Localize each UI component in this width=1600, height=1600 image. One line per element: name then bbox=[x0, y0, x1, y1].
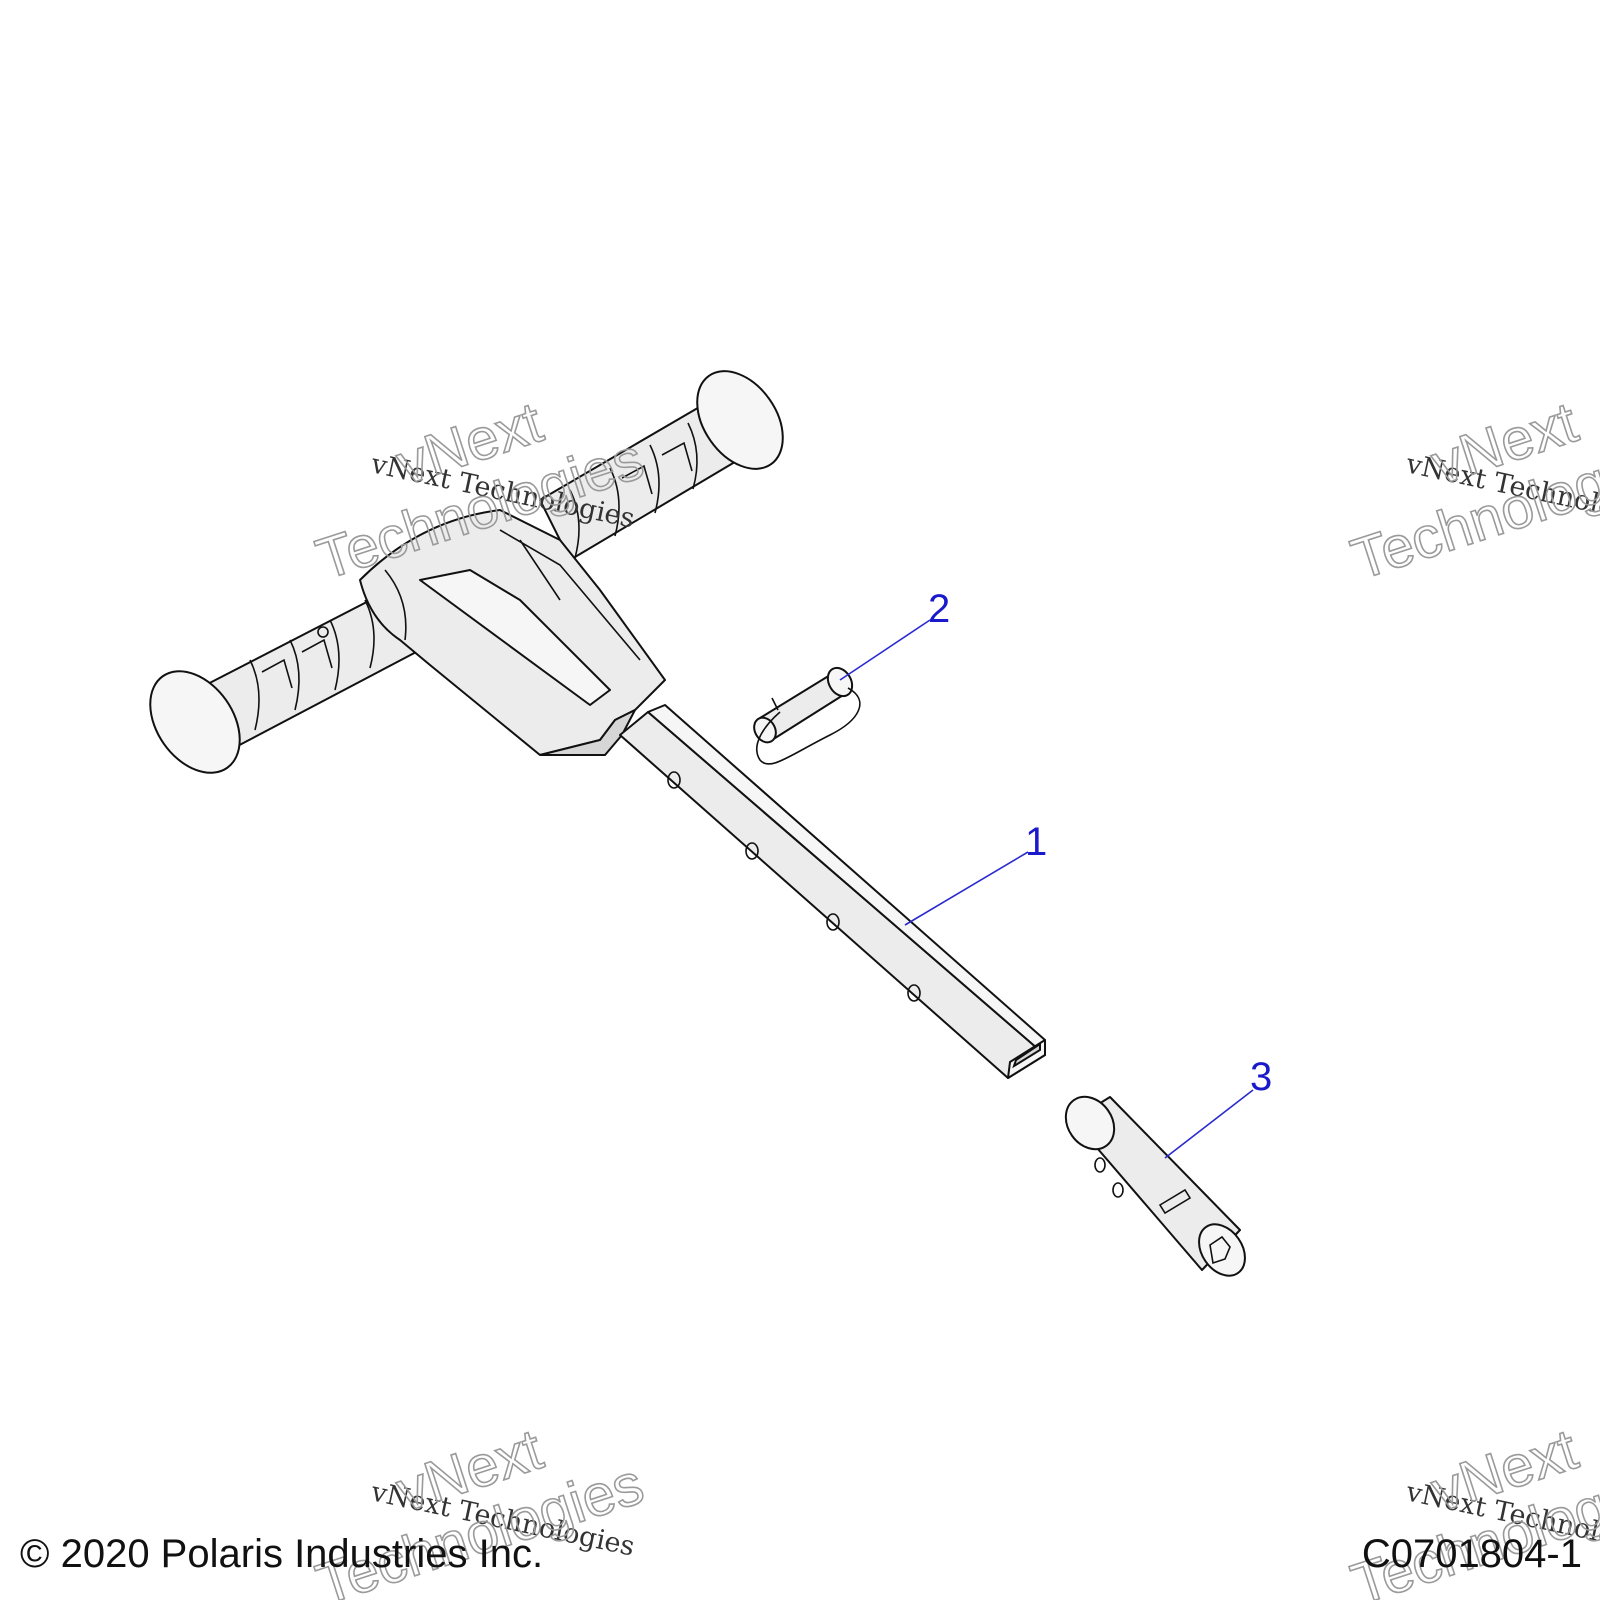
part-2-hitch-pin bbox=[753, 666, 861, 765]
callout-1[interactable]: 1 bbox=[1025, 820, 1047, 864]
figure-code: C0701804-1 bbox=[1361, 1532, 1582, 1576]
right-grip bbox=[539, 370, 784, 561]
leader-line-2 bbox=[839, 619, 931, 681]
leader-lines bbox=[839, 619, 1254, 1159]
part-1-t-handle bbox=[149, 370, 1046, 1079]
leader-line-3 bbox=[1164, 1089, 1254, 1159]
watermark-top-right: vNext Technologies vNext Technologies bbox=[1343, 389, 1600, 593]
copyright-text: © 2020 Polaris Industries Inc. bbox=[20, 1532, 544, 1576]
left-grip bbox=[149, 589, 421, 774]
callout-2[interactable]: 2 bbox=[928, 587, 950, 631]
part-3-sleeve bbox=[1064, 1095, 1246, 1277]
square-shaft bbox=[619, 704, 1046, 1079]
handle-hub bbox=[359, 509, 666, 756]
leader-line-1 bbox=[904, 851, 1029, 926]
callout-3[interactable]: 3 bbox=[1250, 1055, 1272, 1099]
